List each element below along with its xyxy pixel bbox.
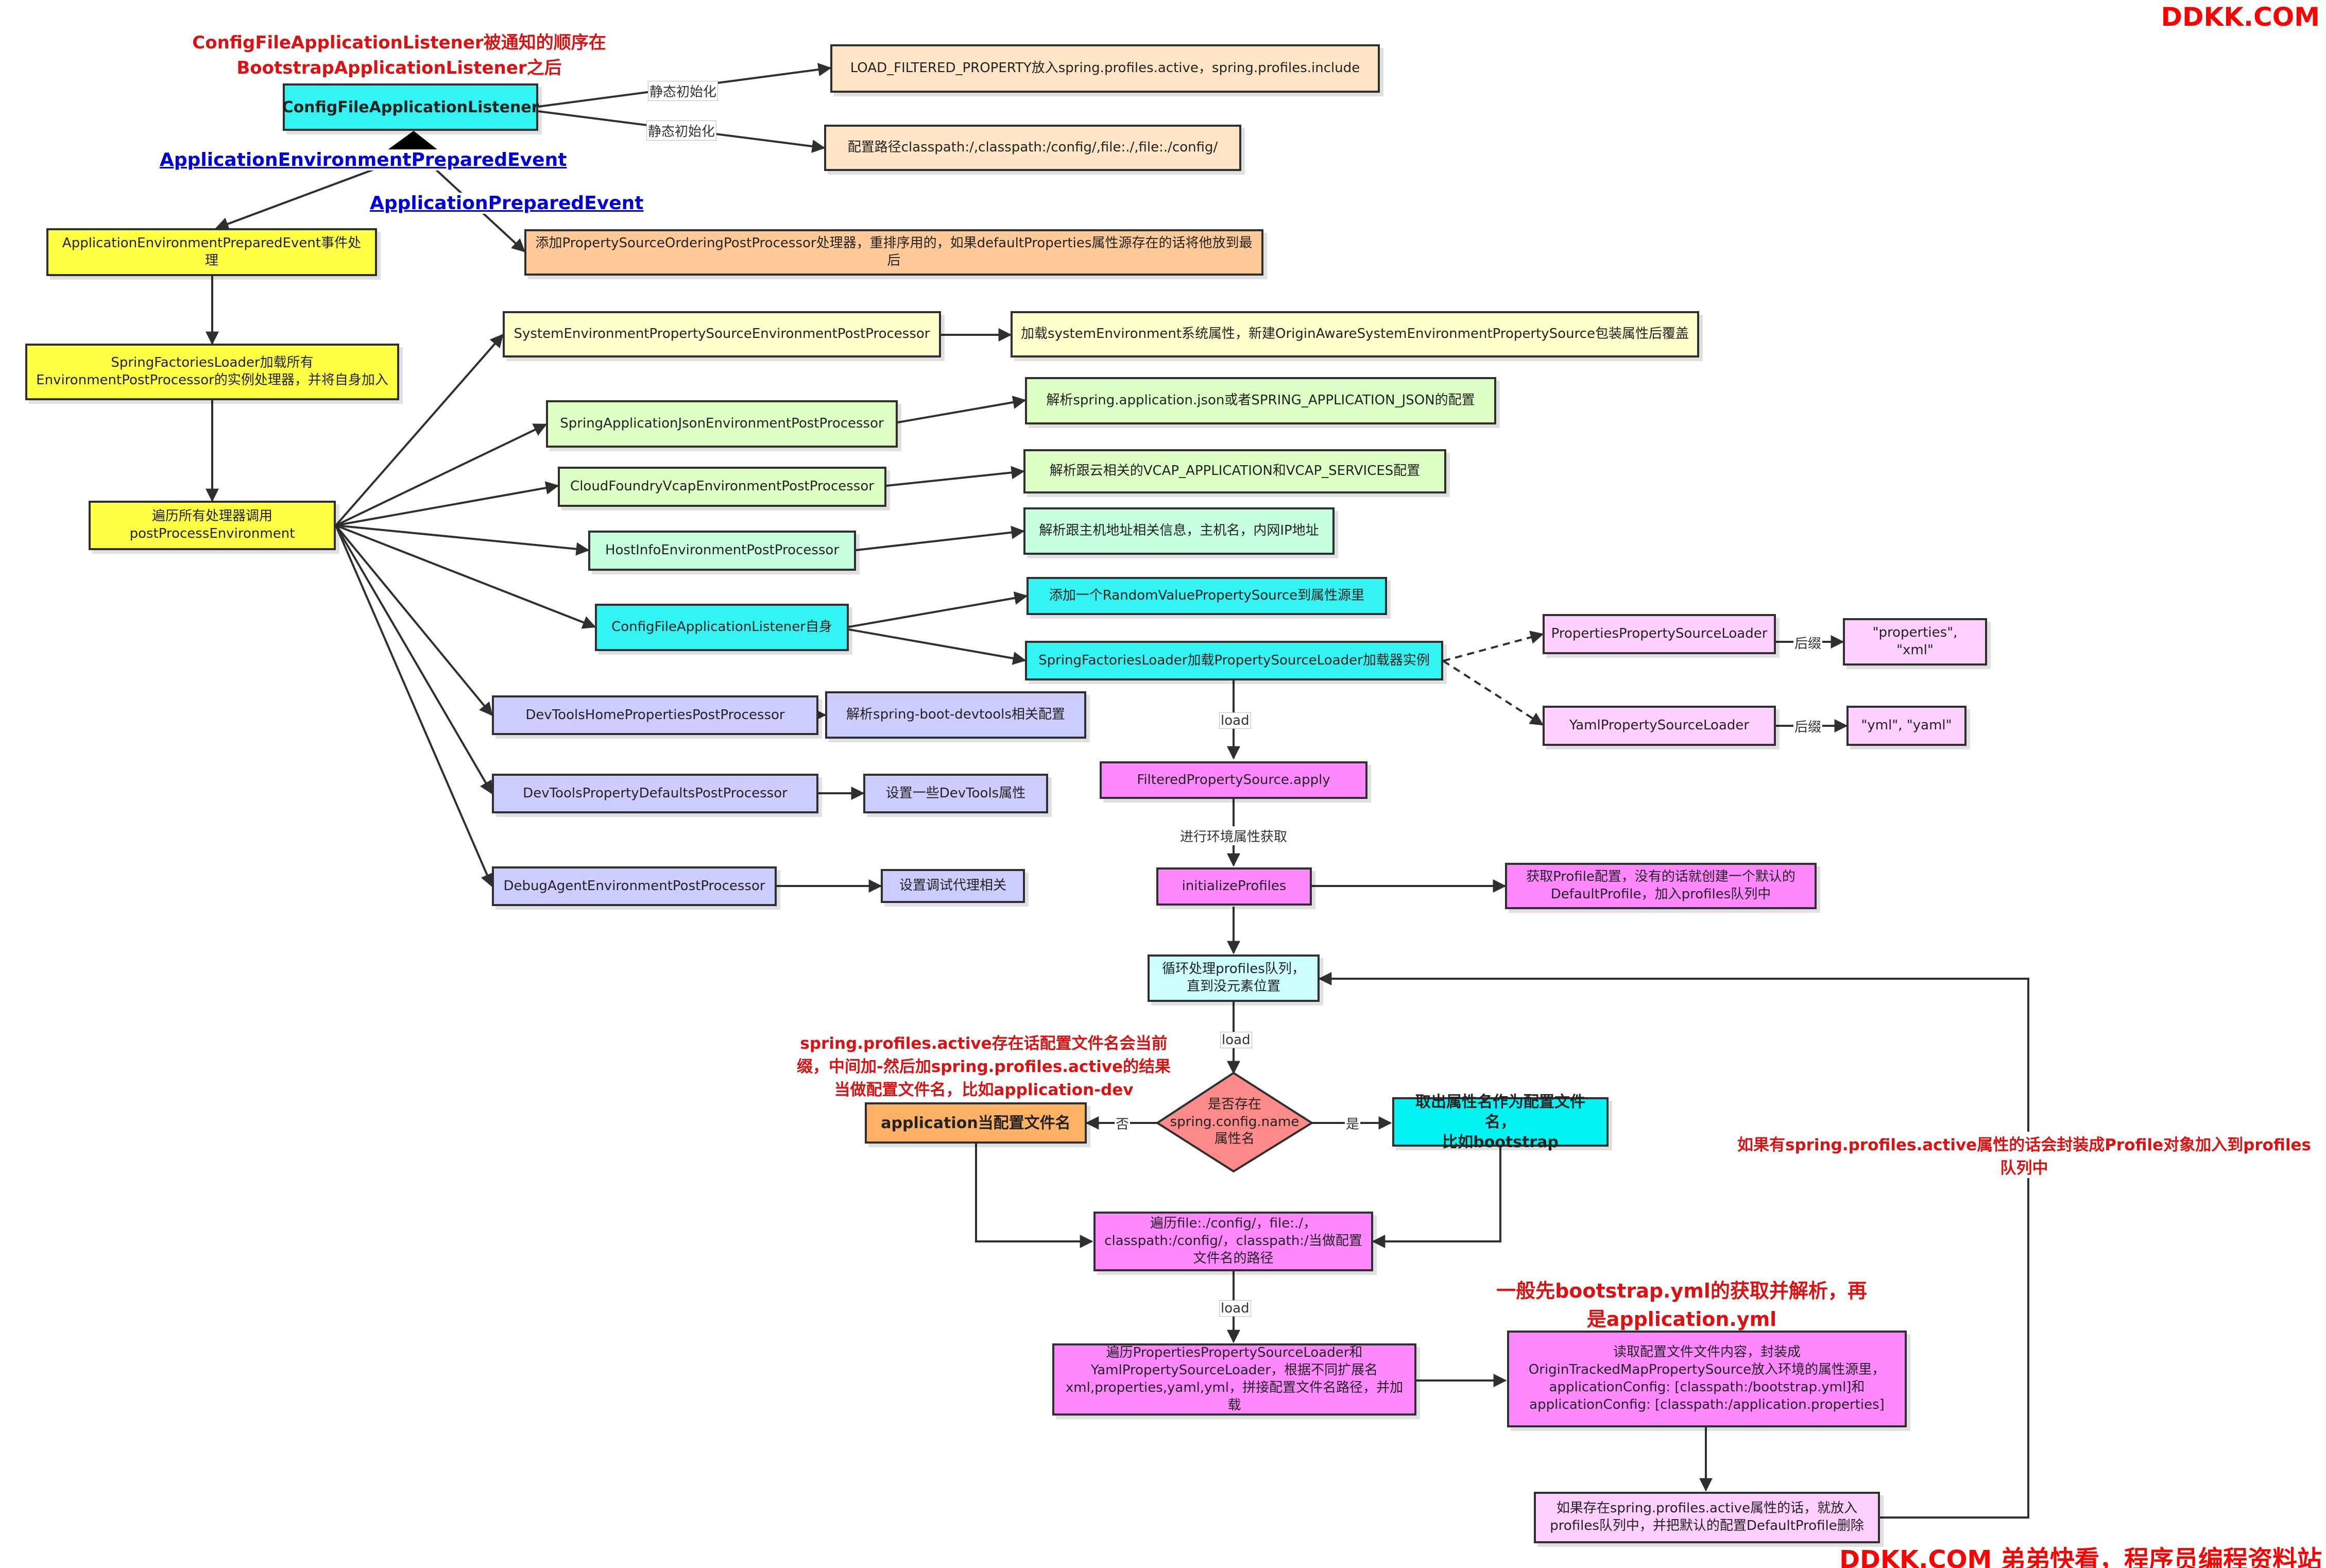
config-file-application-listener: ConfigFileApplicationListener bbox=[282, 83, 539, 131]
yaml-ext-box: "yml", "yaml" bbox=[1846, 706, 1966, 746]
config-paths-box: 配置路径classpath:/,classpath:/config/,file:… bbox=[824, 125, 1241, 171]
edge-iterate-cfal-self bbox=[335, 524, 596, 629]
debug-agent-processor: DebugAgentEnvironmentPostProcessor bbox=[492, 866, 777, 906]
edge-iterate-cloudfoundry bbox=[335, 481, 559, 526]
edge-psl-yaml-loader bbox=[1442, 660, 1544, 726]
note-listener-order: ConfigFileApplicationListener被通知的顺序在 Boo… bbox=[192, 32, 606, 78]
edge-app-name-paths bbox=[975, 1144, 1093, 1248]
devtools-defaults-desc: 设置一些DevTools属性 bbox=[863, 774, 1048, 813]
properties-loader-box: PropertiesPropertySourceLoader bbox=[1543, 614, 1776, 654]
note-active-naming: spring.profiles.active存在话配置文件名会当前 缀，中间加-… bbox=[796, 1034, 1171, 1099]
filtered-apply-box: FilteredPropertySource.apply bbox=[1100, 761, 1367, 799]
edge-label-no: 否 bbox=[1115, 1114, 1131, 1133]
edge-iterate-devtools-home bbox=[335, 524, 493, 717]
watermark-bottom: DDKK.COM 弟弟快看，程序员编程资料站 bbox=[1839, 1545, 2322, 1568]
load-filtered-property-box: LOAD_FILTERED_PROPERTY放入spring.profiles.… bbox=[830, 44, 1380, 93]
system-env-desc: 加载systemEnvironment系统属性，新建OriginAwareSys… bbox=[1011, 311, 1699, 357]
edge-label-yes: 是 bbox=[1345, 1114, 1361, 1133]
system-env-processor: SystemEnvironmentPropertySourceEnvironme… bbox=[503, 311, 941, 357]
edge-active-loop-back bbox=[1318, 972, 2029, 1519]
cloudfoundry-processor: CloudFoundryVcapEnvironmentPostProcessor bbox=[558, 467, 886, 507]
read-config-content-box: 读取配置文件文件内容，封装成 OriginTrackedMapPropertyS… bbox=[1507, 1331, 1907, 1427]
edge-label-load-1: load bbox=[1219, 712, 1251, 729]
event-handling-box: ApplicationEnvironmentPreparedEvent事件处理 bbox=[46, 228, 377, 276]
edge-iterate-spring-json bbox=[335, 423, 548, 526]
active-profiles-check-box: 如果存在spring.profiles.active属性的话，就放入 profi… bbox=[1534, 1492, 1880, 1543]
yaml-loader-box: YamlPropertySourceLoader bbox=[1543, 706, 1776, 746]
watermark-top: DDKK.COM bbox=[2161, 2, 2320, 32]
edge-iterate-system-env bbox=[335, 334, 504, 526]
iterate-paths-box: 遍历file:./config/，file:./， classpath:/con… bbox=[1093, 1212, 1373, 1271]
devtools-home-processor: DevToolsHomePropertiesPostProcessor bbox=[492, 695, 818, 735]
iterate-processors-box: 遍历所有处理器调用 postProcessEnvironment bbox=[89, 501, 336, 550]
debug-agent-desc: 设置调试代理相关 bbox=[881, 869, 1025, 903]
edge-iterate-devtools-defaults bbox=[335, 524, 493, 795]
event-application-prepared: ApplicationPreparedEvent bbox=[370, 193, 644, 214]
application-default-name-box: application当配置文件名 bbox=[865, 1102, 1087, 1144]
event-environment-prepared: ApplicationEnvironmentPreparedEvent bbox=[160, 149, 567, 171]
psl-loader-box: SpringFactoriesLoader加载PropertySourceLoa… bbox=[1025, 641, 1443, 680]
edge-psl-properties-loader bbox=[1443, 630, 1544, 662]
edge-label-suffix-1: 后缀 bbox=[1793, 633, 1823, 652]
devtools-home-desc: 解析spring-boot-devtools相关配置 bbox=[825, 691, 1086, 739]
hostinfo-processor: HostInfoEnvironmentPostProcessor bbox=[588, 531, 856, 571]
edge-iterate-hostinfo bbox=[335, 524, 590, 556]
cloudfoundry-desc: 解析跟云相关的VCAP_APPLICATION和VCAP_SERVICES配置 bbox=[1023, 449, 1446, 493]
decision-spring-config-name: 是否存在 spring.config.name 属性名 bbox=[1170, 1096, 1299, 1147]
spring-json-processor: SpringApplicationJsonEnvironmentPostProc… bbox=[546, 400, 898, 448]
iterate-loaders-box: 遍历PropertiesPropertySourceLoader和 YamlPr… bbox=[1052, 1343, 1416, 1416]
edge-cfal-self-random bbox=[848, 591, 1028, 628]
edge-label-static-init-1: 静态初始化 bbox=[648, 81, 719, 101]
factories-loader-box: SpringFactoriesLoader加载所有 EnvironmentPos… bbox=[25, 344, 399, 400]
random-value-box: 添加一个RandomValuePropertySource到属性源里 bbox=[1027, 577, 1387, 615]
edge-cfal-self-psl bbox=[848, 628, 1027, 665]
profile-desc-box: 获取Profile配置，没有的话就创建一个默认的 DefaultProfile，… bbox=[1505, 863, 1817, 909]
edge-hostinfo-desc bbox=[856, 525, 1025, 551]
properties-ext-box: "properties", "xml" bbox=[1843, 618, 1987, 666]
note-bootstrap-first: 一般先bootstrap.yml的获取并解析，再 是application.ym… bbox=[1496, 1280, 1867, 1331]
edge-take-name-paths bbox=[1372, 1147, 1501, 1248]
edge-label-load-3: load bbox=[1219, 1300, 1251, 1317]
take-config-name-box: 取出属性名作为配置文件名， 比如bootstrap bbox=[1392, 1093, 1609, 1151]
edge-label-suffix-2: 后缀 bbox=[1793, 717, 1823, 736]
decision-diamond-shape bbox=[1155, 1071, 1314, 1173]
spring-json-desc: 解析spring.application.json或者SPRING_APPLIC… bbox=[1025, 377, 1496, 424]
loop-profiles-box: 循环处理profiles队列， 直到没元素位置 bbox=[1148, 955, 1320, 1002]
initialize-profiles-box: initializeProfiles bbox=[1156, 867, 1312, 906]
edge-label-load-2: load bbox=[1220, 1032, 1252, 1048]
devtools-defaults-processor: DevToolsPropertyDefaultsPostProcessor bbox=[492, 774, 818, 813]
add-ordering-processor-box: 添加PropertySourceOrderingPostProcessor处理器… bbox=[524, 229, 1263, 276]
edge-cloudfoundry-desc bbox=[886, 466, 1025, 487]
edge-iterate-debug-agent bbox=[335, 525, 493, 888]
edge-label-static-init-2: 静态初始化 bbox=[646, 121, 717, 141]
hostinfo-desc: 解析跟主机地址相关信息，主机名，内网IP地址 bbox=[1023, 507, 1335, 555]
edge-label-env-fetch: 进行环境属性获取 bbox=[1179, 826, 1289, 845]
edge-spring-json-desc bbox=[897, 396, 1027, 423]
cfal-self-box: ConfigFileApplicationListener自身 bbox=[595, 604, 849, 651]
note-loop-back: 如果有spring.profiles.active属性的话会封装成Profile… bbox=[1731, 1132, 2318, 1178]
